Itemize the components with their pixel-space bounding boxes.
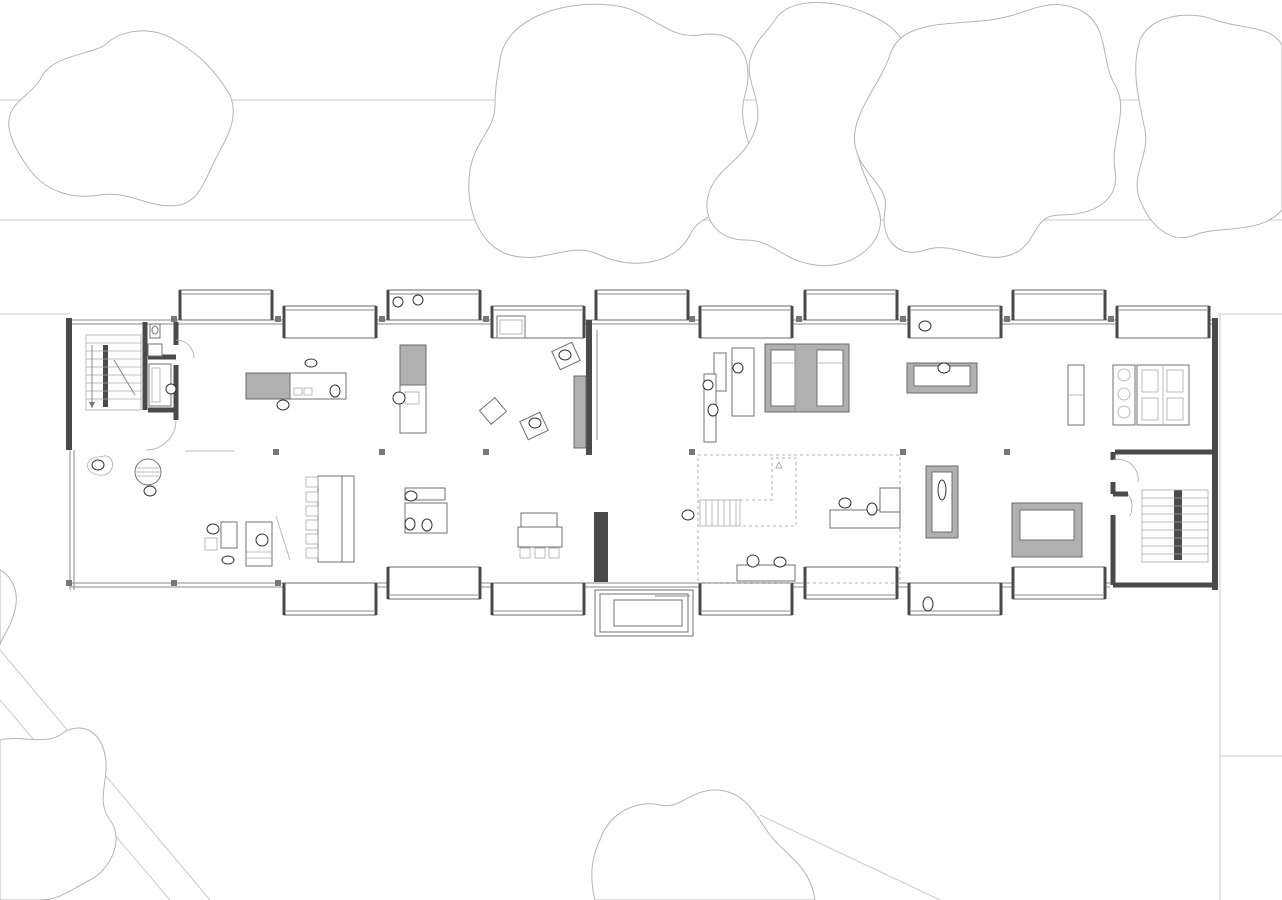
person-figure bbox=[304, 358, 318, 368]
bay-window bbox=[907, 582, 1003, 616]
person-figure bbox=[91, 459, 105, 471]
person-figure bbox=[707, 403, 719, 417]
person-figure bbox=[221, 555, 235, 565]
reception-desk bbox=[829, 487, 901, 529]
person-figure bbox=[255, 533, 269, 547]
east-wing-furniture bbox=[697, 343, 1190, 584]
person-figure bbox=[838, 497, 852, 509]
rug bbox=[87, 455, 113, 476]
entrance-planter bbox=[594, 589, 694, 637]
person-figure bbox=[404, 517, 433, 532]
person-figure bbox=[528, 417, 542, 429]
person-figure bbox=[702, 379, 714, 391]
bay-window bbox=[282, 582, 378, 616]
tree-canopy-southwest bbox=[0, 727, 117, 900]
tree-canopy-north-right bbox=[853, 4, 1122, 258]
west-staircase bbox=[85, 334, 142, 411]
bay-window bbox=[594, 289, 690, 321]
east-stair-core bbox=[1110, 449, 1215, 588]
person-figure bbox=[143, 485, 157, 497]
double-bed bbox=[764, 343, 850, 413]
person-figure bbox=[937, 362, 951, 374]
chaise-longue bbox=[925, 465, 959, 539]
person-figure bbox=[866, 502, 878, 516]
bay-window bbox=[490, 582, 586, 616]
kitchen-counter bbox=[399, 344, 427, 434]
bay-window bbox=[178, 289, 274, 321]
people-figures bbox=[91, 294, 951, 612]
bay-window bbox=[803, 289, 899, 321]
tree-canopy-north-center bbox=[468, 3, 753, 264]
person-figure bbox=[681, 509, 695, 521]
north-bay-windows bbox=[178, 289, 1211, 339]
person-figure bbox=[732, 362, 744, 374]
bay-window bbox=[386, 566, 482, 600]
west-stair-core bbox=[85, 322, 195, 451]
person-figure bbox=[746, 554, 760, 568]
south-bay-windows bbox=[282, 566, 1107, 637]
long-dining-table bbox=[305, 475, 355, 563]
tree-canopy-south-center bbox=[591, 789, 816, 900]
east-staircase bbox=[1141, 489, 1209, 563]
tree-canopy-north-east bbox=[1135, 14, 1282, 239]
armchair bbox=[496, 315, 526, 339]
bay-window bbox=[1011, 289, 1107, 321]
bay-window bbox=[386, 289, 482, 321]
tree-canopy-west-edge bbox=[0, 569, 17, 646]
dining-set bbox=[517, 512, 563, 559]
structural-columns bbox=[66, 316, 1114, 586]
person-figure bbox=[922, 596, 934, 612]
bay-window bbox=[1011, 566, 1107, 600]
person-figure bbox=[392, 391, 406, 405]
wc-fixtures bbox=[145, 323, 195, 451]
person-figure bbox=[276, 399, 290, 411]
person-figure bbox=[558, 349, 572, 361]
person-figure bbox=[937, 479, 947, 501]
writing-desk bbox=[736, 564, 796, 582]
sideboard bbox=[573, 375, 587, 449]
person-figure bbox=[773, 556, 787, 568]
sofa-south bbox=[1011, 502, 1083, 558]
bay-window bbox=[698, 582, 794, 616]
round-table bbox=[134, 458, 162, 486]
laundry-machines bbox=[1112, 364, 1190, 426]
bay-window bbox=[1115, 305, 1211, 339]
bay-window bbox=[282, 305, 378, 339]
bay-window bbox=[698, 305, 794, 339]
person-figure bbox=[206, 523, 220, 535]
tree-canopy-northwest bbox=[8, 30, 234, 207]
wardrobes bbox=[1067, 364, 1085, 426]
person-figure bbox=[329, 384, 341, 398]
person-figure bbox=[404, 490, 418, 502]
person-figure bbox=[392, 294, 424, 308]
person-figure bbox=[918, 320, 932, 332]
person-figure bbox=[165, 383, 177, 395]
